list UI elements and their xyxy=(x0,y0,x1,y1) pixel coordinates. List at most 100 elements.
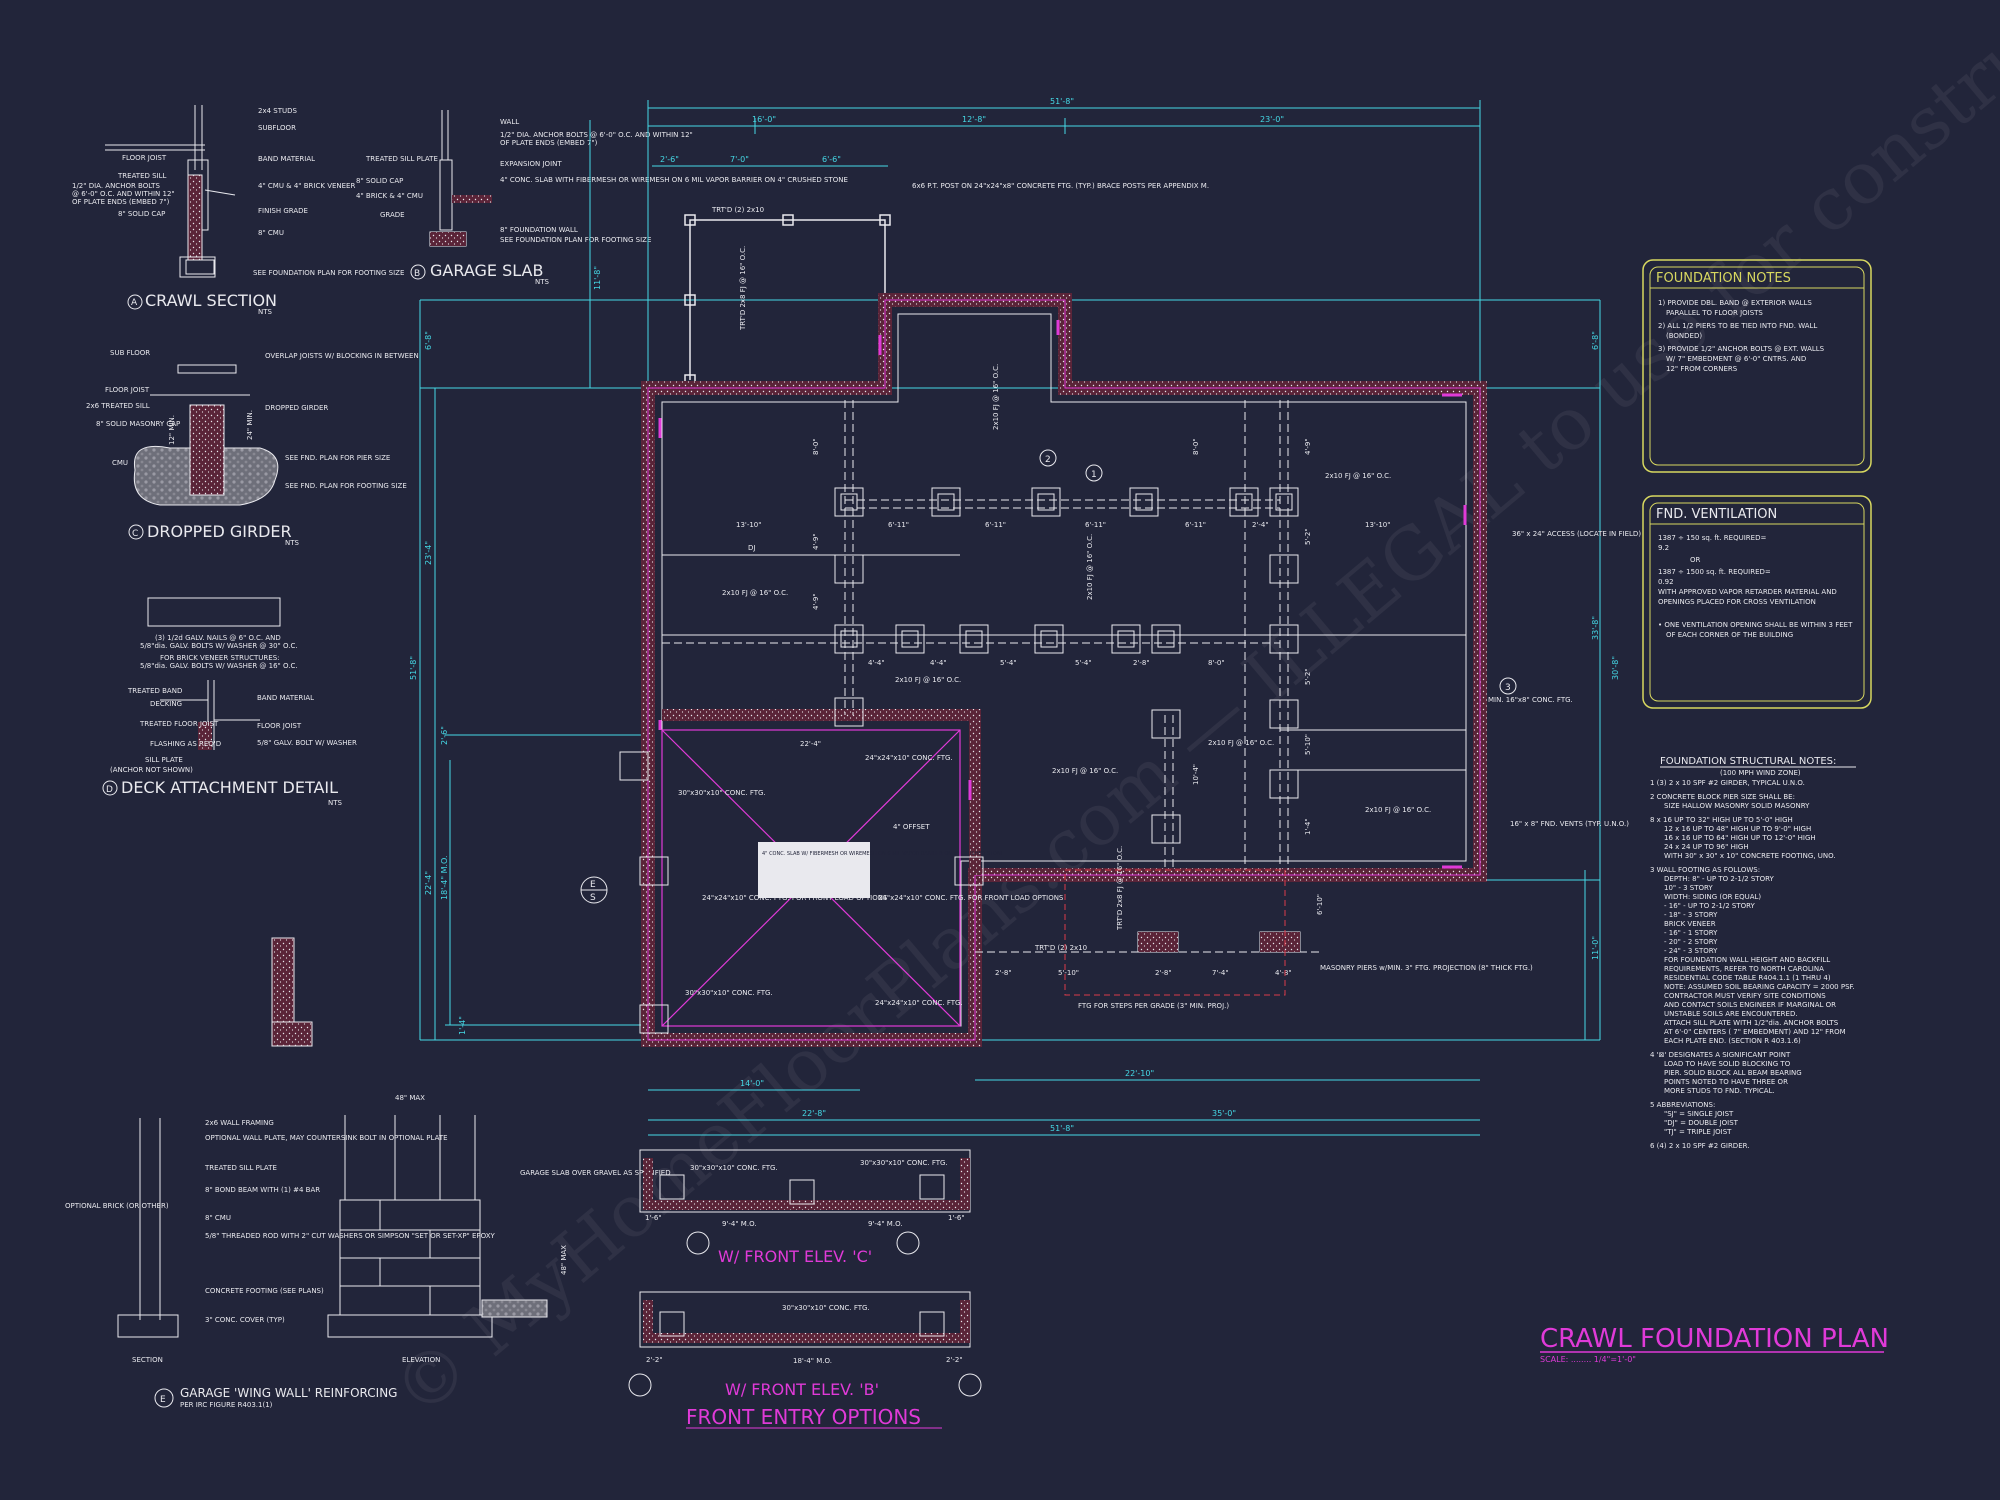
detail-deck-attachment: (3) 1/2d GALV. NAILS @ 6" O.C. AND 5/8"d… xyxy=(102,597,357,807)
foundation-note-7: 12" FROM CORNERS xyxy=(1666,365,1738,373)
dim-left-4: 51'-8" xyxy=(409,656,418,680)
ventilation-title: FND. VENTILATION xyxy=(1656,507,1777,522)
idim-20: 5'-2" xyxy=(1304,528,1312,545)
dim-bottom-2: 22'-10" xyxy=(1125,1069,1154,1078)
idim-22: 5'-10" xyxy=(1304,734,1312,755)
idim-6: 2'-4" xyxy=(1252,521,1269,529)
detail-a-label-9: 4" CMU & 4" BRICK VENEER xyxy=(258,182,355,190)
detail-d-label-1: (3) 1/2d GALV. NAILS @ 6" O.C. AND xyxy=(155,634,281,642)
structural-note-25: UNSTABLE SOILS ARE ENCOUNTERED. xyxy=(1664,1010,1798,1018)
structural-note-6: 16 x 16 UP TO 64" HIGH UP TO 12'-0" HIGH xyxy=(1664,834,1816,842)
callout-slab-note: 4" CONC. SLAB W/ FIBERMESH OR WIREMESH O… xyxy=(762,851,1004,857)
structural-note-10: DEPTH: 8" - UP TO 2-1/2 STORY xyxy=(1664,875,1775,883)
detail-e-label-5: 8" BOND BEAM WITH (1) #4 BAR xyxy=(205,1186,320,1194)
detail-a-label-12: 8" CMU xyxy=(258,229,284,237)
detail-a-labels: 2x4 STUDS SUBFLOOR FLOOR JOIST BAND MATE… xyxy=(72,107,404,277)
detail-c-label-10: 12" MIN. xyxy=(168,415,176,445)
structural-note-33: MORE STUDS TO FND. TYPICAL. xyxy=(1664,1087,1775,1095)
callout-fj-4: 2x10 FJ @ 16" O.C. xyxy=(722,589,788,597)
detail-e-label-8: CONCRETE FOOTING (SEE PLANS) xyxy=(205,1287,324,1295)
detail-a-label-13: SEE FOUNDATION PLAN FOR FOOTING SIZE xyxy=(253,269,404,277)
callout-fj-8: 2x10 FJ @ 16" O.C. xyxy=(1365,806,1431,814)
callout-fj-2: 2x10 FJ @ 16" O.C. xyxy=(1325,472,1391,480)
idim-10: 5'-4" xyxy=(1000,659,1017,667)
detail-d-label-9: FLOOR JOIST xyxy=(257,722,302,730)
ventilation-line-8: • ONE VENTILATION OPENING SHALL BE WITHI… xyxy=(1658,621,1853,629)
idim-29: 4'-8" xyxy=(1275,969,1292,977)
structural-note-5: 12 x 16 UP TO 48" HIGH UP TO 9'-0" HIGH xyxy=(1664,825,1811,833)
detail-d-label-10: FLASHING AS REQ'D xyxy=(150,740,221,748)
detail-c-label-9: SEE FND. PLAN FOR FOOTING SIZE xyxy=(285,482,407,490)
detail-d-label-4: 5/8"dia. GALV. BOLTS W/ WASHER @ 16" O.C… xyxy=(140,662,298,670)
dim-top-1: 16'-0" xyxy=(752,115,776,124)
detail-b-label-2: TREATED SILL PLATE xyxy=(365,155,438,163)
ventilation-line-1: 1387 ÷ 150 sq. ft. REQUIRED= xyxy=(1658,534,1766,542)
detail-c-label-3: FLOOR JOIST xyxy=(105,386,150,394)
sheet-title: CRAWL FOUNDATION PLAN xyxy=(1540,1324,1889,1354)
detail-a-label-4: BAND MATERIAL xyxy=(258,155,315,163)
detail-c-label-7: CMU xyxy=(112,459,128,467)
structural-note-9: 3 WALL FOOTING AS FOLLOWS: xyxy=(1650,866,1760,874)
dim-top-4: 2'-6" xyxy=(660,155,679,164)
structural-note-35: "SJ" = SINGLE JOIST xyxy=(1664,1110,1734,1118)
idim-17: 4'-9" xyxy=(1304,438,1312,455)
ventilation-line-6: WITH APPROVED VAPOR RETARDER MATERIAL AN… xyxy=(1658,588,1837,596)
detail-a-label-5: TREATED SILL xyxy=(117,172,167,180)
structural-note-12: WIDTH: SIDING (OR EQUAL) xyxy=(1664,893,1761,901)
structural-notes: FOUNDATION STRUCTURAL NOTES: (100 MPH WI… xyxy=(1650,756,1856,1150)
piers xyxy=(834,487,1301,953)
dim-bottom-5: 51'-8" xyxy=(1050,1124,1074,1133)
idim-11: 5'-4" xyxy=(1075,659,1092,667)
foundation-note-2: PARALLEL TO FLOOR JOISTS xyxy=(1666,309,1763,317)
foundation-wall xyxy=(641,293,1487,1047)
dim-left-3: 23'-4" xyxy=(424,541,433,565)
idim-30: 6'-10" xyxy=(1316,894,1324,915)
rear-deck xyxy=(684,214,891,386)
detail-c-label-8: SEE FND. PLAN FOR PIER SIZE xyxy=(285,454,390,462)
dim-bottom-3: 22'-8" xyxy=(802,1109,826,1118)
section-tag-e: E xyxy=(590,880,596,890)
callout-front-load-a: 24"x24"x10" CONC. FTG. FOR FRONT LOAD OP… xyxy=(702,894,888,902)
detail-b-scale: NTS xyxy=(535,278,550,286)
detail-d-tag: D xyxy=(106,785,113,795)
detail-d-label-7: BAND MATERIAL xyxy=(257,694,314,702)
ventilation-line-9: OF EACH CORNER OF THE BUILDING xyxy=(1666,631,1793,639)
detail-garage-slab: WALL TREATED SILL PLATE 1/2" DIA. ANCHOR… xyxy=(356,110,848,286)
detail-c-scale: NTS xyxy=(285,539,300,547)
callout-vents: 16" x 8" FND. VENTS (TYP. U.N.O.) xyxy=(1510,820,1629,828)
ventilation-box: FND. VENTILATION 1387 ÷ 150 sq. ft. REQU… xyxy=(1642,495,1872,709)
sheet-title-block: CRAWL FOUNDATION PLAN SCALE: ........ 1/… xyxy=(1540,1324,1889,1364)
dim-top-6: 6'-6" xyxy=(822,155,841,164)
callout-conc-ftg: MIN. 16"x8" CONC. FTG. xyxy=(1488,696,1573,704)
idim-9: 4'-4" xyxy=(930,659,947,667)
ventilation-line-4: 1387 ÷ 1500 sq. ft. REQUIRED= xyxy=(1658,568,1771,576)
structural-note-37: "TJ" = TRIPLE JOIST xyxy=(1664,1128,1732,1136)
detail-b-label-3: 1/2" DIA. ANCHOR BOLTS @ 6'-0" O.C. AND … xyxy=(500,131,693,139)
dim-left-7: 18'-4" M.O. xyxy=(440,855,449,900)
structural-note-22: NOTE: ASSUMED SOIL BEARING CAPACITY = 20… xyxy=(1664,983,1855,991)
structural-note-26: ATTACH SILL PLATE WITH 1/2"dia. ANCHOR B… xyxy=(1664,1019,1839,1027)
structural-note-1: 1 (3) 2 x 10 SPF #2 GIRDER, TYPICAL U.N.… xyxy=(1650,779,1805,787)
elev-c-label-1: 30"x30"x10" CONC. FTG. xyxy=(690,1164,778,1172)
detail-b-label-1: WALL xyxy=(500,118,519,126)
idim-23: 1'-4" xyxy=(1304,818,1312,835)
detail-c-tag: C xyxy=(132,529,138,539)
detail-e-label-9: 3" CONC. COVER (TYP) xyxy=(205,1316,285,1324)
plan-left-dims: 6'-8" 11'-8" 23'-4" 51'-8" 2'-6" 22'-4" … xyxy=(409,266,602,1035)
callout-ftg-24: 24"x24"x10" CONC. FTG. xyxy=(865,754,953,762)
foundation-notes-box: FOUNDATION NOTES 1) PROVIDE DBL. BAND @ … xyxy=(1642,259,1872,473)
detail-e-label-12: 48" MAX xyxy=(560,1245,568,1275)
detail-b-label-8: 4" BRICK & 4" CMU xyxy=(356,192,423,200)
plan-bottom-dims: 14'-0" 22'-10" 22'-8" 35'-0" 51'-8" xyxy=(740,1069,1236,1133)
structural-note-32: POINTS NOTED TO HAVE THREE OR xyxy=(1664,1078,1788,1086)
idim-13: 8'-0" xyxy=(1208,659,1225,667)
detail-b-label-5: EXPANSION JOINT xyxy=(500,160,562,168)
detail-a-label-2: SUBFLOOR xyxy=(258,124,296,132)
structural-note-21: RESIDENTIAL CODE TABLE R404.1.1 (1 THRU … xyxy=(1664,974,1831,982)
detail-b-label-4: OF PLATE ENDS (EMBED 7") xyxy=(500,139,598,147)
dim-right-3: 30'-8" xyxy=(1611,656,1620,680)
detail-d-label-11: 5/8" GALV. BOLT W/ WASHER xyxy=(257,739,357,747)
idim-4: 6'-11" xyxy=(1085,521,1106,529)
detail-e-label-4: TREATED SILL PLATE xyxy=(204,1164,277,1172)
